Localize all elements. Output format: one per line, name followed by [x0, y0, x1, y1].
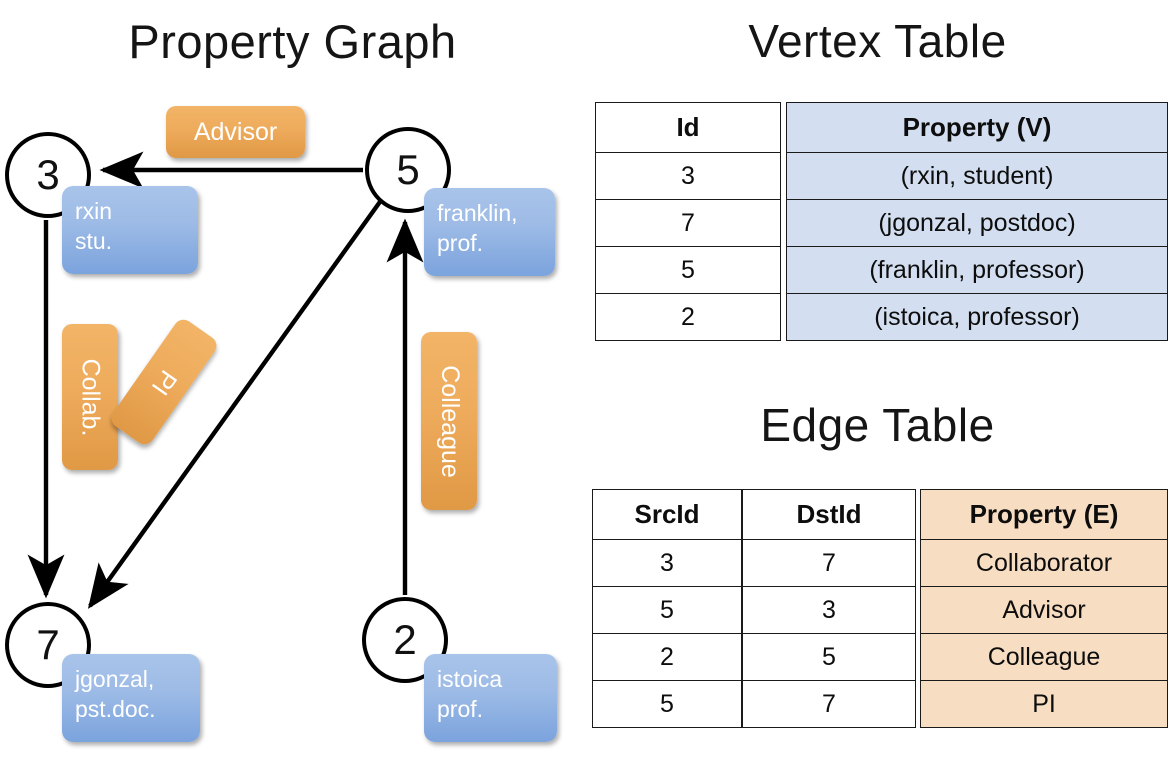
table-row: 5: [742, 633, 916, 681]
vertex-table-cell-id: 2: [595, 293, 781, 341]
property-graph-diagram: 3 5 7 2 rxin stu. franklin, prof. jgonza…: [5, 106, 557, 742]
vertex-property-box-franklin: franklin, prof.: [424, 188, 555, 276]
table-row: (rxin, student): [786, 152, 1168, 200]
table-row: 7: [595, 199, 781, 247]
edge-table-srcid-column: SrcId 3 5 2 5: [592, 489, 742, 728]
table-row: 3: [742, 586, 916, 634]
edge-label-colleague: Colleague: [421, 332, 477, 510]
page-title-vertex-table: Vertex Table: [748, 15, 1007, 67]
edge-table-header-srcid: SrcId: [592, 489, 742, 540]
table-row: 7: [742, 680, 916, 728]
edge-table-header-property: Property (E): [920, 489, 1168, 540]
edge-table-cell-property: PI: [920, 680, 1168, 728]
vertex-table-header-property: Property (V): [786, 102, 1168, 153]
edge-table-cell-property: Advisor: [920, 586, 1168, 634]
table-header-row: DstId: [742, 489, 916, 540]
edge-table-cell-srcid: 3: [592, 539, 742, 587]
table-row: (jgonzal, postdoc): [786, 199, 1168, 247]
table-row: (istoica, professor): [786, 293, 1168, 341]
table-row: 2: [595, 293, 781, 341]
edge-table-property-column: Property (E) Collaborator Advisor Collea…: [920, 489, 1168, 728]
edge-label-collab-text: Collab.: [76, 358, 105, 436]
table-row: Collaborator: [920, 539, 1168, 587]
edge-table-cell-property: Collaborator: [920, 539, 1168, 587]
edge-table-cell-srcid: 5: [592, 680, 742, 728]
table-row: 3: [595, 152, 781, 200]
edge-table-cell-property: Colleague: [920, 633, 1168, 681]
vertex-table-cell-property: (istoica, professor): [786, 293, 1168, 341]
edge-label-colleague-text: Colleague: [435, 364, 464, 478]
table-header-row: Property (V): [786, 102, 1168, 153]
table-row: 7: [742, 539, 916, 587]
table-header-row: Property (E): [920, 489, 1168, 540]
table-header-row: SrcId: [592, 489, 742, 540]
edge-table-cell-dstid: 7: [742, 680, 916, 728]
vertex-table-cell-property: (rxin, student): [786, 152, 1168, 200]
edge-label-advisor-text: Advisor: [193, 117, 278, 146]
vertex-table-cell-id: 5: [595, 246, 781, 294]
graph-vertex-5[interactable]: 5: [365, 127, 451, 213]
table-row: 5: [592, 586, 742, 634]
vertex-table-property-column: Property (V) (rxin, student) (jgonzal, p…: [786, 102, 1168, 341]
edge-table-header-dstid: DstId: [742, 489, 916, 540]
graph-edge-arrows: [27, 151, 424, 609]
table-row: 3: [592, 539, 742, 587]
edge-arrow-pi: [87, 197, 384, 609]
edge-label-advisor: Advisor: [166, 106, 305, 158]
table-row: PI: [920, 680, 1168, 728]
vertex-table-cell-id: 7: [595, 199, 781, 247]
vertex-property-box-istoica: istoica prof.: [424, 654, 557, 742]
edge-label-collab: Collab.: [62, 324, 118, 470]
table-row: Advisor: [920, 586, 1168, 634]
edge-table-dstid-column: DstId 7 3 5 7: [742, 489, 916, 728]
page-title-edge-table: Edge Table: [760, 399, 995, 451]
edge-label-pi-text: PI: [146, 364, 183, 400]
table-row: (franklin, professor): [786, 246, 1168, 294]
table-row: 5: [595, 246, 781, 294]
graph-vertex-2[interactable]: 2: [362, 597, 448, 683]
vertex-table-header-id: Id: [595, 102, 781, 153]
vertex-table-cell-property: (jgonzal, postdoc): [786, 199, 1168, 247]
table-row: Colleague: [920, 633, 1168, 681]
vertex-property-box-rxin: rxin stu.: [62, 186, 198, 274]
edge-table-cell-srcid: 2: [592, 633, 742, 681]
edge-table-cell-srcid: 5: [592, 586, 742, 634]
table-header-row: Id: [595, 102, 781, 153]
table-row: 5: [592, 680, 742, 728]
vertex-table-id-column: Id 3 7 5 2: [595, 102, 781, 341]
edge-table-cell-dstid: 5: [742, 633, 916, 681]
edge-table-cell-dstid: 3: [742, 586, 916, 634]
vertex-table-cell-property: (franklin, professor): [786, 246, 1168, 294]
vertex-property-box-jgonzal: jgonzal, pst.doc.: [62, 654, 200, 742]
table-row: 2: [592, 633, 742, 681]
vertex-table-cell-id: 3: [595, 152, 781, 200]
edge-table-cell-dstid: 7: [742, 539, 916, 587]
page-title-property-graph: Property Graph: [128, 15, 457, 68]
